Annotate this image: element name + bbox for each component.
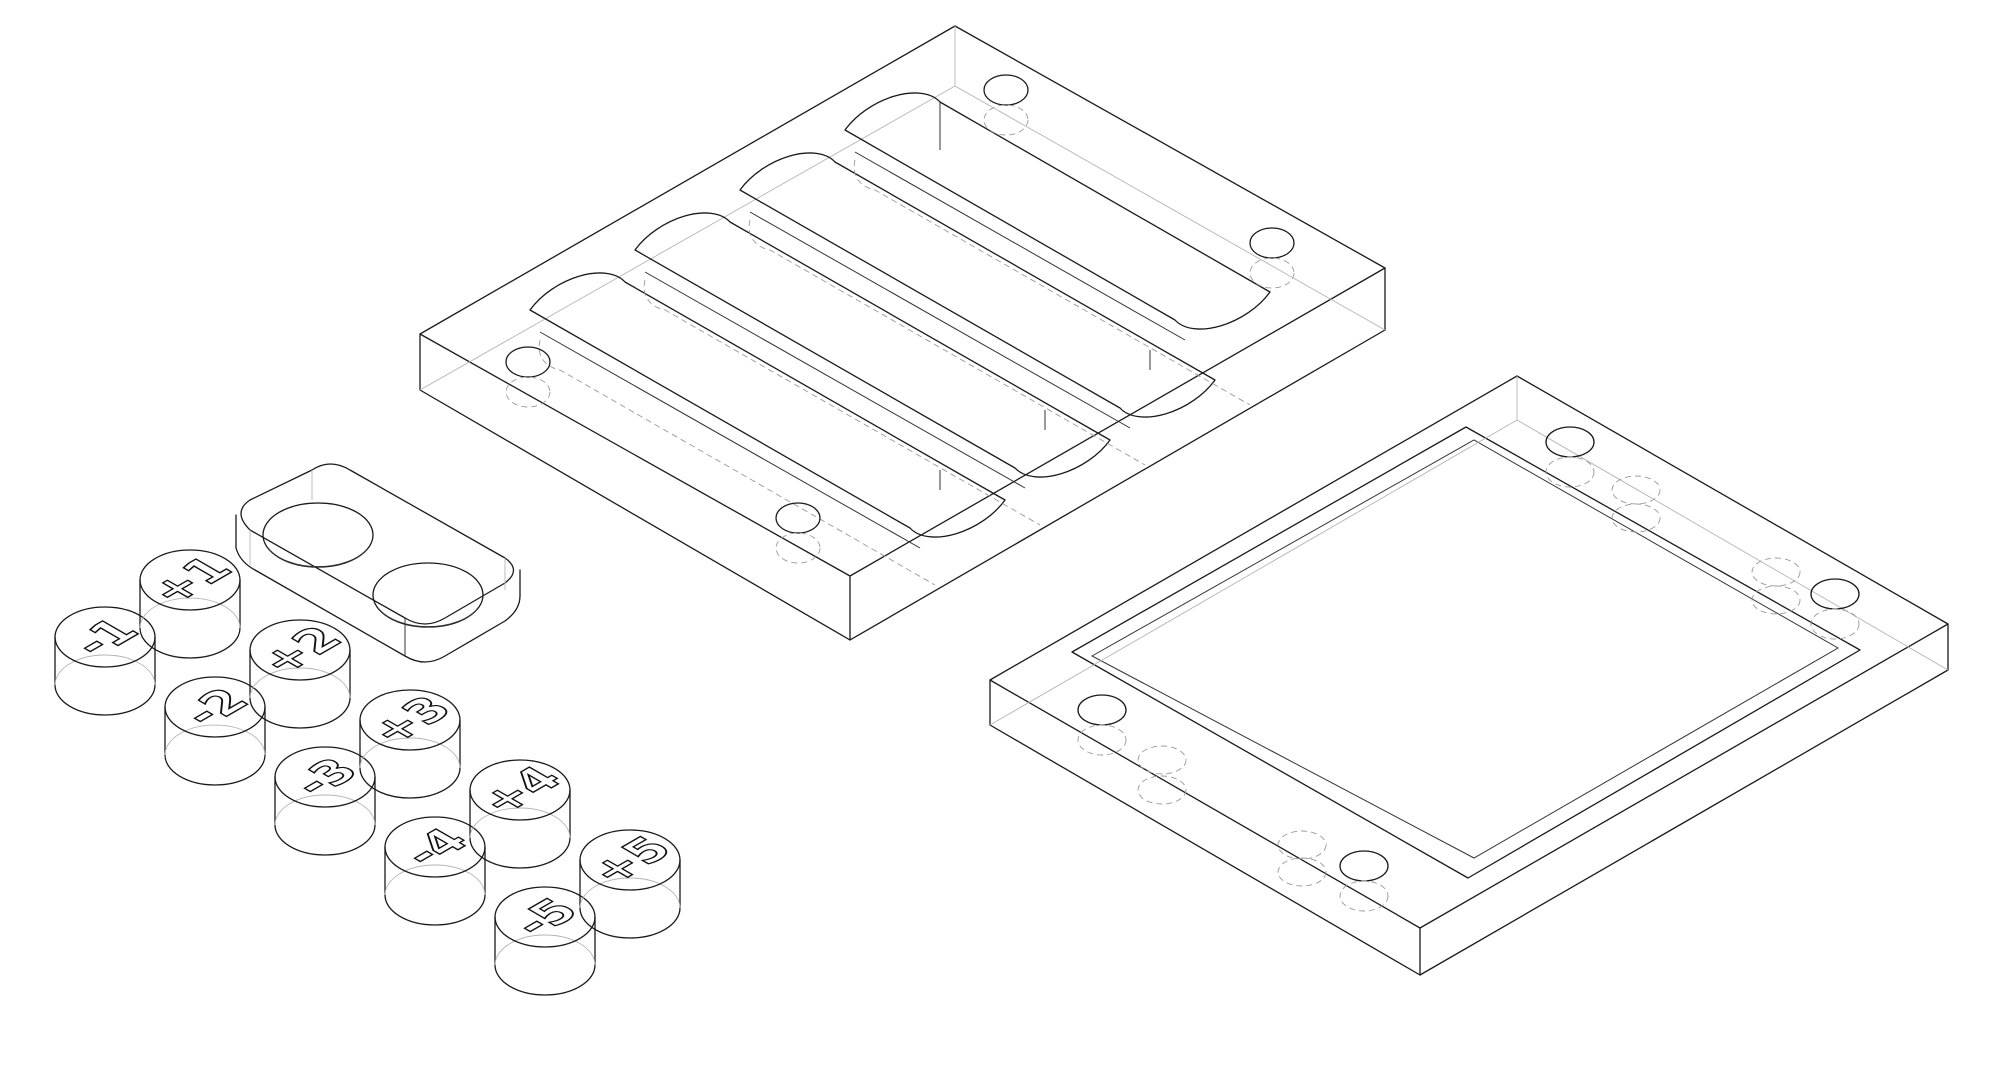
token-label: -5 [499,891,590,944]
tray-slot [739,152,1216,466]
tray-slot [529,272,1006,586]
frame-right-face [1419,623,1949,976]
token-label: +4 [466,759,574,821]
tray-slot [844,92,1271,406]
token: +1 [135,548,245,659]
holder-sides [235,514,521,663]
frame-corner-holes [1077,426,1860,912]
token: +2 [245,618,355,729]
token: +5 [575,828,685,939]
token-label: -1 [59,611,150,664]
token-label: +2 [246,619,354,681]
slotted-tray [419,25,1386,641]
token-label: +3 [356,689,464,751]
tray-front-face [419,333,851,641]
tokens: -1+1 -2+2 -3+3 -4+4 -5+5 [54,548,685,996]
frame-lid [989,375,1949,976]
frame-magnet-pockets [1137,475,1801,887]
token-label: -3 [279,751,370,804]
holder-top-face [240,463,515,625]
token-label: +5 [576,829,684,891]
pocket-holder [235,463,521,663]
tray-hidden-edges [419,85,1386,391]
token-label: +1 [136,549,244,611]
tray-corner-holes [505,74,1295,564]
token-label: -4 [389,821,480,874]
tray-top-face [419,25,1386,577]
token: +3 [355,688,465,799]
frame-opening [1071,426,1861,879]
token-label: -2 [169,681,260,734]
frame-front-face [989,679,1421,976]
tray-slots [529,92,1271,586]
token: +4 [465,758,575,869]
holder-pockets [262,502,484,628]
tray-slot [634,212,1111,526]
